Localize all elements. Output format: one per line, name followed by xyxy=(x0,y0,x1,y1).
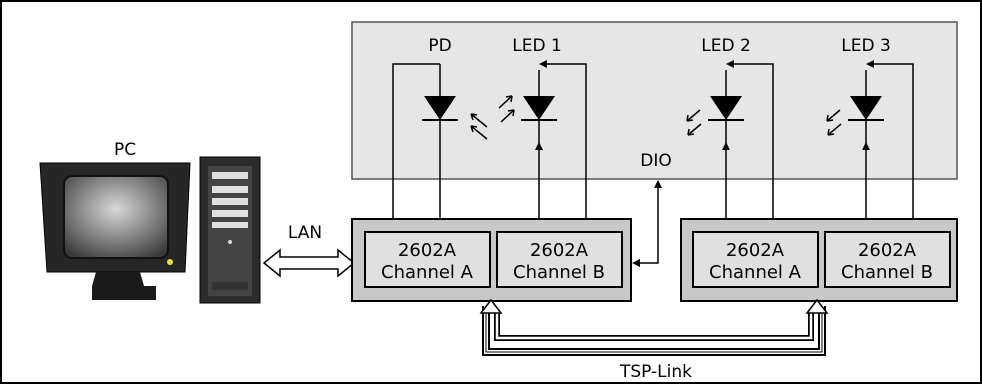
instrument-1-channel-a xyxy=(364,231,491,288)
instrument-1-channel-b xyxy=(496,231,623,288)
instrument-1-channel-a-name: Channel A xyxy=(381,262,474,283)
led3-icon xyxy=(826,60,914,232)
instrument-2-channel-a-name: Channel A xyxy=(709,262,802,283)
pc-tower-icon xyxy=(199,156,261,304)
tsp-link-label: TSP-Link xyxy=(619,362,692,382)
instrument-2-channel-a-model: 2602A xyxy=(726,240,785,261)
dio-connection xyxy=(632,180,662,267)
instrument-1-channel-b-name: Channel B xyxy=(513,262,605,283)
pc-label: PC xyxy=(114,140,136,160)
tsp-link-arrow-right xyxy=(805,298,829,314)
led2-icon xyxy=(686,60,774,232)
instrument-2-channel-b-model: 2602A xyxy=(858,240,917,261)
light-emission-arrows-icon xyxy=(470,95,515,140)
instrument-2-channel-b xyxy=(824,231,951,288)
pd-label: PD xyxy=(428,36,451,56)
instrument-1-channel-b-model: 2602A xyxy=(530,240,589,261)
led1-label: LED 1 xyxy=(512,36,562,56)
lan-label: LAN xyxy=(288,223,322,243)
monitor-icon xyxy=(39,162,191,300)
dio-label: DIO xyxy=(640,151,672,171)
led2-label: LED 2 xyxy=(701,36,751,56)
tsp-link-cable xyxy=(482,306,826,356)
led1-icon xyxy=(521,60,587,232)
instrument-1-channel-a-model: 2602A xyxy=(398,240,457,261)
led3-label: LED 3 xyxy=(841,36,891,56)
instrument-2-channel-a xyxy=(692,231,819,288)
instrument-2-channel-b-name: Channel B xyxy=(841,262,933,283)
photodiode-icon xyxy=(392,63,458,232)
tsp-link-arrow-left xyxy=(479,298,503,314)
